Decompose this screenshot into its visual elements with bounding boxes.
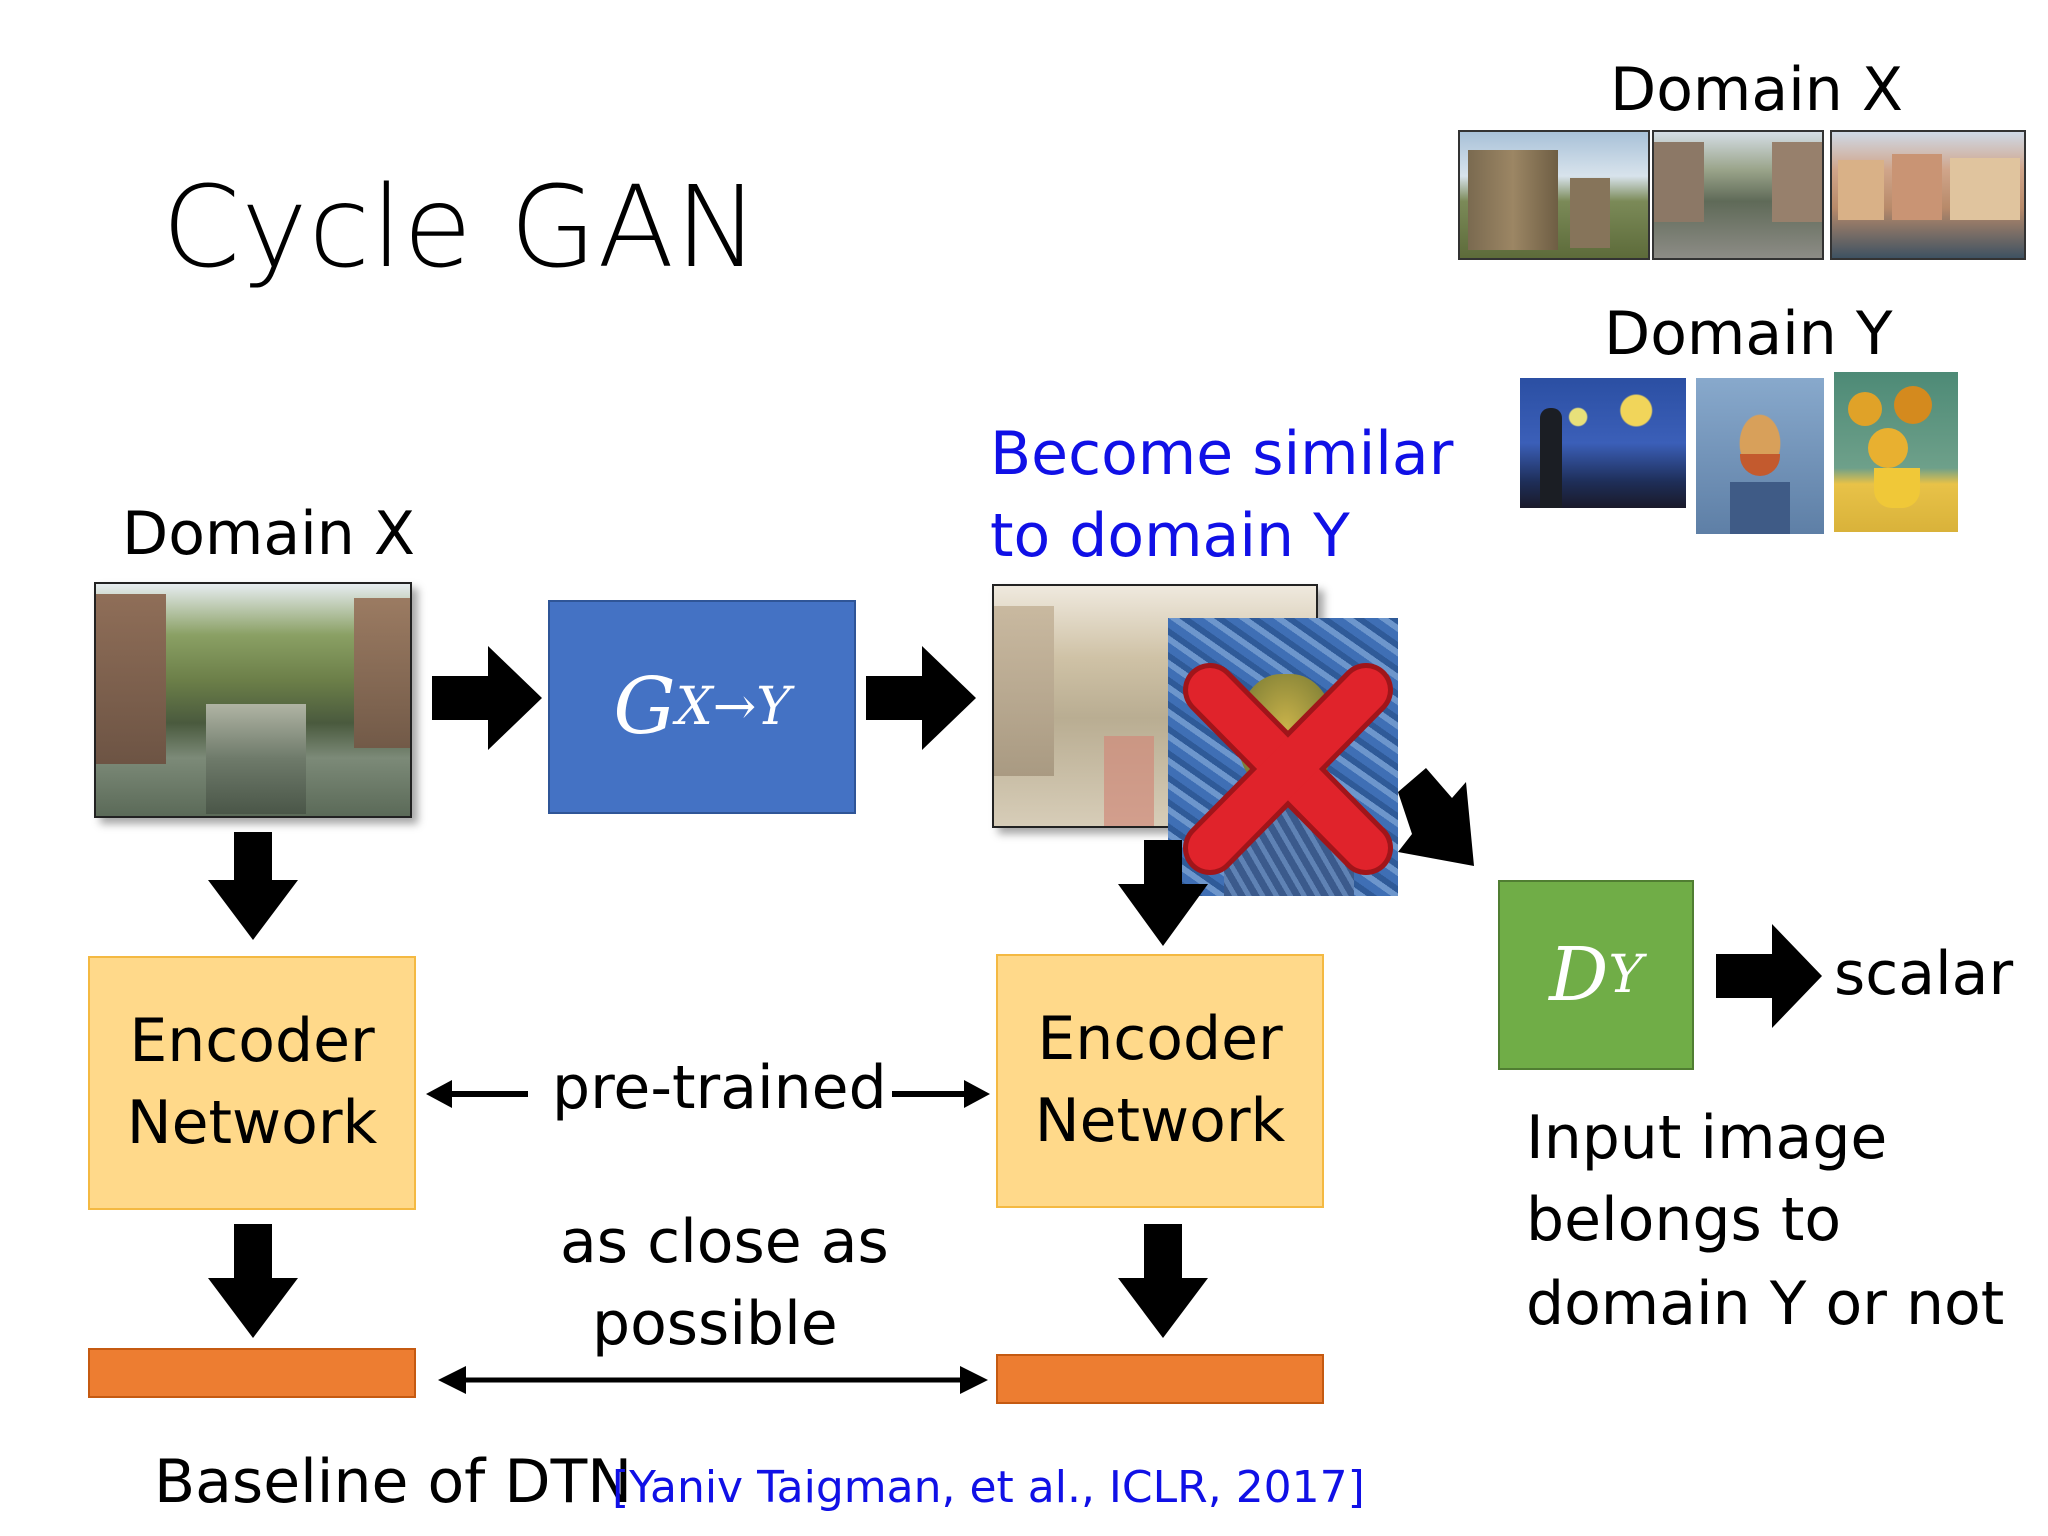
slide-title: Cycle GAN <box>162 163 760 293</box>
starry-night-painting <box>1520 378 1686 508</box>
top-domain-y-label: Domain Y <box>1604 299 1893 369</box>
generator-symbol: G <box>613 662 676 752</box>
generator-subscript: X→Y <box>675 677 791 737</box>
self-portrait-painting <box>1696 378 1824 534</box>
disc-desc-line1: Input image <box>1526 1103 1888 1173</box>
feature-bar-right <box>996 1354 1324 1404</box>
arrow-to-scalar <box>1716 924 1822 1028</box>
red-cross-icon <box>1183 663 1393 875</box>
arrow-down-right-top <box>1118 840 1208 946</box>
top-domain-x-label: Domain X <box>1610 55 1903 125</box>
pretrained-label: pre-trained <box>552 1053 887 1123</box>
arrow-to-discriminator <box>1398 768 1474 866</box>
footer-text: Baseline of DTN <box>154 1447 633 1517</box>
arrow-down-right-bottom <box>1118 1224 1208 1338</box>
footer-citation: [Yaniv Taigman, et al., ICLR, 2017] <box>612 1462 1365 1513</box>
encoder-left-line1: Encoder <box>129 1006 375 1077</box>
discriminator-symbol: D <box>1549 932 1609 1018</box>
encoder-right-line1: Encoder <box>1037 1004 1283 1075</box>
encoder-network-left: Encoder Network <box>88 956 416 1210</box>
castle-photo <box>1458 130 1650 260</box>
arrow-down-left-top <box>208 832 298 940</box>
become-similar-line2: to domain Y <box>990 501 1350 571</box>
scalar-label: scalar <box>1834 939 2014 1009</box>
disc-desc-line2: belongs to <box>1526 1185 1842 1255</box>
become-similar-line1: Become similar <box>990 419 1454 489</box>
arrow-down-left-bottom <box>208 1224 298 1338</box>
close-line2: possible <box>592 1289 838 1359</box>
encoder-right-line2: Network <box>1034 1086 1286 1156</box>
arrow-from-generator <box>866 646 976 750</box>
arrow-to-generator <box>432 646 542 750</box>
feature-bar-left <box>88 1348 416 1398</box>
disc-desc-line3: domain Y or not <box>1526 1269 2005 1339</box>
domain-x-label: Domain X <box>122 499 415 569</box>
canal-photo-small <box>1652 130 1824 260</box>
close-line1: as close as <box>560 1207 889 1277</box>
sunflowers-painting <box>1834 372 1958 532</box>
encoder-left-line2: Network <box>126 1088 378 1158</box>
harbor-photo <box>1830 130 2026 260</box>
encoder-network-right: Encoder Network <box>996 954 1324 1208</box>
canal-photo-input <box>94 582 412 818</box>
discriminator-subscript: Y <box>1608 945 1643 1005</box>
